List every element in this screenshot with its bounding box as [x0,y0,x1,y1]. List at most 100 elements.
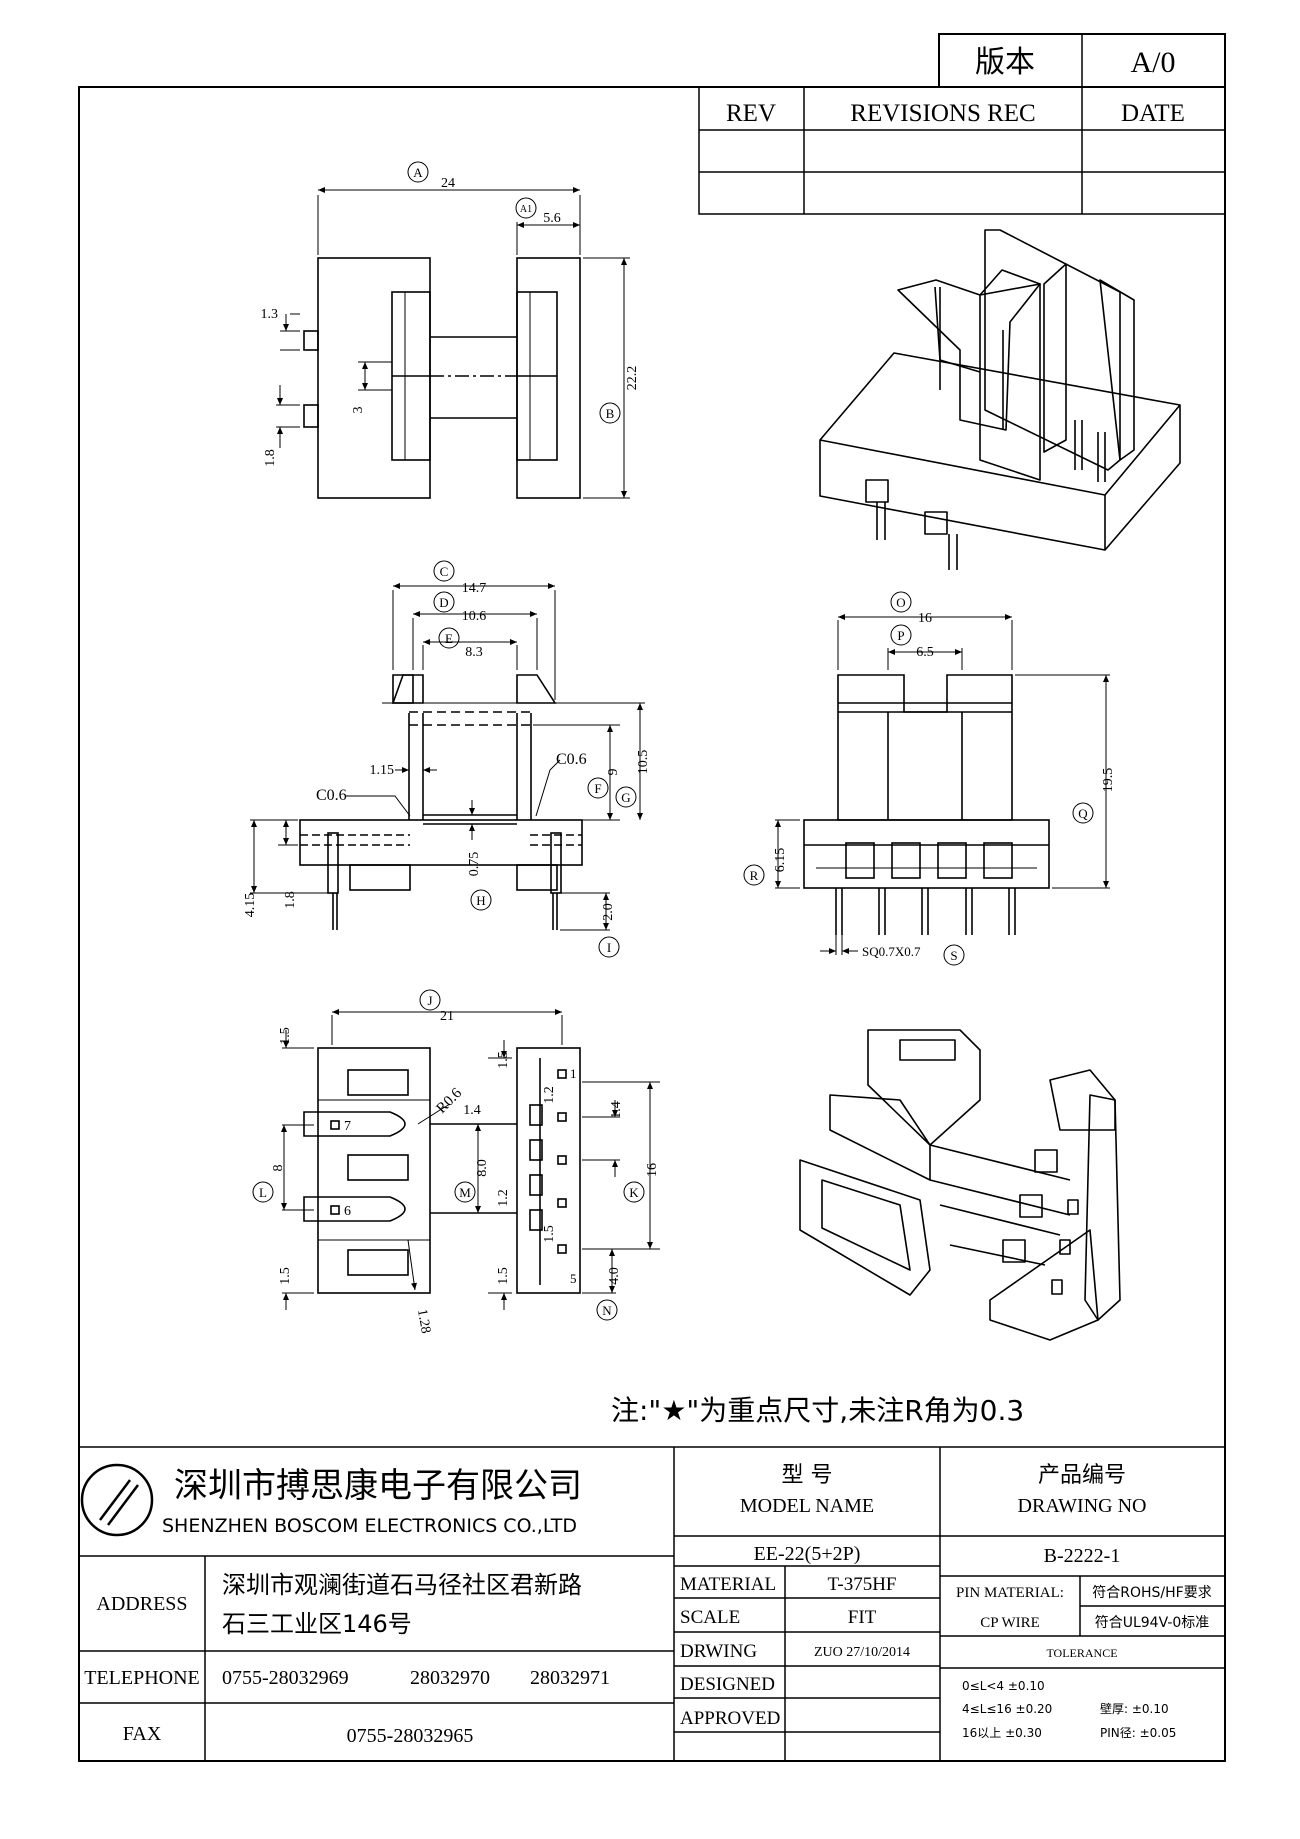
tolerance-label: TOLERANCE [1046,1646,1117,1660]
date-header: DATE [1121,100,1185,127]
dim-b-marker: B [606,406,615,421]
telephone-3: 28032971 [530,1667,610,1689]
tolerance-range-2: 4≤L≤16 ±0.20 [962,1702,1052,1716]
dim-1-5a-value: 1.5 [278,1027,293,1045]
bottom-view-labels: J 21 1.5 1.5 R0.6 1.2 1.4 1.4 8 L 8.0 M … [259,993,660,1335]
top-view-labels: A 24 A1 5.6 1.3 3 1.8 22.2 B [261,165,641,467]
dim-j-marker: J [427,993,432,1008]
drawing-row-label: DRWING [680,1641,757,1662]
dim-s-value: SQ0.7X0.7 [862,944,921,959]
fax-label: FAX [123,1723,162,1745]
dim-i-value: 2.0 [601,903,616,921]
scale-value: FIT [848,1607,877,1628]
dim-1-5d-value: 1.5 [278,1267,293,1285]
dim-r0-6-value: R0.6 [434,1085,466,1117]
material-value: T-375HF [828,1574,897,1595]
dim-1-28-value: 1.28 [414,1308,433,1335]
dim-1-5b-value: 1.5 [496,1051,511,1069]
side-view [803,674,1050,935]
dim-n-marker: N [602,1303,612,1318]
chamfer-left-label: C0.6 [316,787,347,804]
version-label: 版本 [975,45,1035,80]
dim-1-15-value: 1.15 [370,763,395,778]
dim-e-marker: E [445,631,453,646]
model-label-cn: 型 号 [782,1463,833,1488]
pin-1-label: 1 [570,1066,577,1081]
dim-q-marker: Q [1078,806,1088,821]
scale-label: SCALE [680,1607,740,1628]
pin-material-label: PIN MATERIAL: [956,1585,1064,1601]
chamfer-right-label: C0.6 [556,751,587,768]
dim-d-marker: D [439,595,448,610]
dim-1-8-front-value: 1.8 [283,891,298,909]
drawing-row-value: ZUO 27/10/2014 [814,1645,910,1660]
rev-header: REV [726,100,776,127]
dim-a-value: 24 [441,176,455,191]
dim-d-value: 10.6 [462,609,487,624]
dim-a1-value: 5.6 [543,211,561,226]
dim-s-marker: S [950,948,957,963]
tolerance-range-3: 16以上 ±0.30 [962,1726,1042,1740]
dim-i-marker: I [607,940,611,955]
designed-label: DESIGNED [680,1674,775,1695]
revisions-rec-header: REVISIONS REC [850,100,1035,127]
pin-7-label: 7 [344,1119,351,1134]
dim-g-value: 10.5 [636,750,651,775]
side-view-labels: O 16 P 6.5 19.5 Q 6.15 R SQ0.7X0.7 S [750,595,1116,963]
telephone-1: 0755-28032969 [222,1667,349,1689]
dim-p-value: 6.5 [916,645,934,660]
rohs-compliance: 符合ROHS/HF要求 [1092,1585,1211,1601]
dim-0-75-value: 0.75 [467,852,482,877]
pin-diameter-tolerance: PIN径: ±0.05 [1100,1726,1176,1740]
dim-o-marker: O [896,595,905,610]
top-view [303,257,581,499]
note-text: 注:"★"为重点尺寸,未注R角为0.3 [611,1394,1024,1427]
revision-table: REV REVISIONS REC DATE [698,86,1226,215]
company-name-en: SHENZHEN BOSCOM ELECTRONICS CO.,LTD [162,1515,577,1537]
front-view-dims [250,560,645,958]
dim-p-marker: P [897,628,904,643]
dim-o-value: 16 [918,611,932,626]
title-block-grid [79,1446,1225,1761]
dim-4-15-value: 4.15 [243,893,258,918]
dim-b-value: 22.2 [625,366,640,391]
wall-thickness-tolerance: 壁厚: ±0.10 [1100,1701,1169,1716]
address-line-1: 深圳市观澜街道石马径社区君新路 [222,1571,582,1599]
dim-j-value: 21 [440,1009,454,1024]
pin-5-label: 5 [570,1271,577,1286]
side-view-dims [743,591,1110,966]
model-value: EE-22(5+2P) [754,1543,861,1565]
dim-k-marker: K [629,1185,639,1200]
material-label: MATERIAL [680,1574,776,1595]
dim-n-value: 4.0 [607,1267,622,1285]
front-view-labels: C 14.7 D 10.6 E 8.3 1.15 C0.6 C0.6 9 F 1… [243,564,651,955]
dim-1-4b-value: 1.4 [609,1101,624,1119]
dim-8-left-value: 8 [271,1165,286,1172]
bottom-view-dims [252,989,660,1321]
version-box: 版本 A/0 [938,33,1226,88]
fax-number: 0755-28032965 [347,1725,474,1747]
dim-a-marker: A [413,165,423,180]
top-view-dims [276,161,630,499]
dim-f-marker: F [594,781,601,796]
dim-c-marker: C [440,564,449,579]
company-name-cn: 深圳市搏思康电子有限公司 [174,1466,582,1506]
dim-1-8-value: 1.8 [263,449,278,467]
dim-l-marker: L [259,1185,267,1200]
telephone-2: 28032970 [410,1667,490,1689]
dim-g-marker: G [621,790,630,805]
drawing-no-value: B-2222-1 [1044,1545,1121,1567]
address-line-2: 石三工业区146号 [222,1610,412,1638]
dim-m-marker: M [459,1185,471,1200]
dim-3-value: 3 [351,407,366,414]
dim-q-value: 19.5 [1101,768,1116,793]
dim-e-value: 8.3 [465,645,483,660]
dim-k-value: 16 [645,1163,660,1177]
iso-view-lower [799,1029,1121,1341]
tolerance-range-1: 0≤L<4 ±0.10 [962,1679,1045,1693]
bottom-view [303,1047,581,1294]
dim-1-2b-value: 1.2 [496,1189,511,1207]
dim-f-value: 9 [606,769,621,776]
pin-6-label: 6 [344,1204,351,1219]
